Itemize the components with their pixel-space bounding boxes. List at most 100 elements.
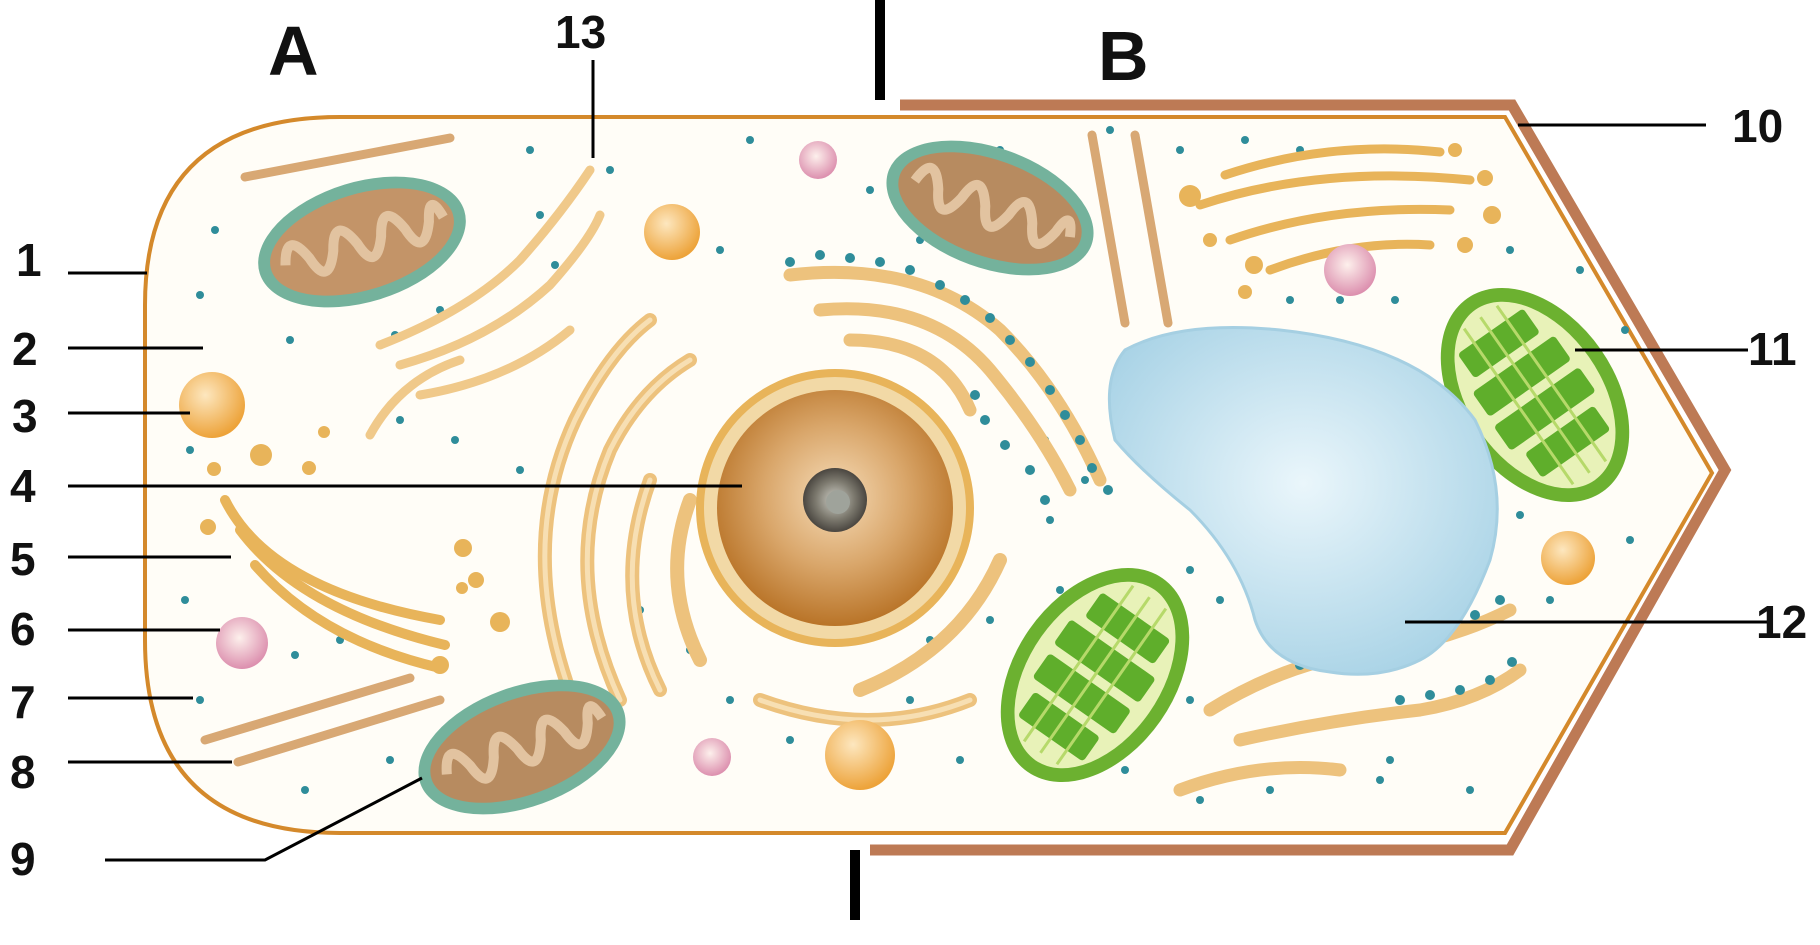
ribosome [451, 436, 459, 444]
golgi-apparatus [220, 495, 450, 673]
vesicles [179, 204, 1595, 790]
lysosomes [216, 141, 1376, 776]
ribosome [1216, 596, 1224, 604]
label-11: 11 [1748, 323, 1797, 375]
er-ribosome [905, 265, 915, 275]
label-6: 6 [10, 603, 36, 655]
ribosome [866, 186, 874, 194]
ribosome [186, 446, 194, 454]
central-vacuole [1107, 326, 1499, 676]
er-ribosome [1470, 610, 1480, 620]
ribosome [1376, 776, 1384, 784]
ribosome [1186, 566, 1194, 574]
er-ribosome [1005, 335, 1015, 345]
er-ribosome [1495, 595, 1505, 605]
ribosome [1621, 326, 1629, 334]
ribosome [1466, 786, 1474, 794]
er-ribosome [1395, 695, 1405, 705]
ribosome [1186, 696, 1194, 704]
golgi-right [1195, 144, 1475, 275]
er-ribosome [980, 415, 990, 425]
golgi-top [365, 165, 605, 440]
er-ribosome [1485, 675, 1495, 685]
er-ribosome [1087, 463, 1097, 473]
mitochondrion-top-left [258, 176, 466, 308]
ribosome [786, 736, 794, 744]
label-9: 9 [10, 833, 36, 885]
nucleus [696, 369, 974, 647]
ribosome [286, 336, 294, 344]
ribosome [716, 246, 724, 254]
er-ribosome [1103, 485, 1113, 495]
cytoskeleton [200, 130, 1173, 767]
er-ribosome [845, 253, 855, 263]
label-2: 2 [12, 323, 38, 375]
section-label-a: A [268, 12, 319, 90]
ribosome [1546, 596, 1554, 604]
ribosome [1196, 796, 1204, 804]
label-7: 7 [10, 676, 36, 728]
ribosome [526, 146, 534, 154]
ribosome [211, 226, 219, 234]
ribosome [746, 136, 754, 144]
er-ribosome [1025, 465, 1035, 475]
leader-lines [68, 60, 1770, 862]
er-ribosome [815, 250, 825, 260]
ribosome [906, 696, 914, 704]
ribosome [1176, 146, 1184, 154]
ribosome [1121, 766, 1129, 774]
er-ribosome [875, 257, 885, 267]
er-ribosome [1040, 495, 1050, 505]
ribosome [1106, 126, 1114, 134]
ribosome [726, 696, 734, 704]
er-ribosome [970, 390, 980, 400]
ribosome [1241, 136, 1249, 144]
ribosome [1626, 536, 1634, 544]
label-5: 5 [10, 533, 36, 585]
ribosome [196, 291, 204, 299]
ribosome [1386, 756, 1394, 764]
cell-wall [870, 99, 1732, 856]
label-13: 13 [555, 6, 606, 58]
ribosome [386, 756, 394, 764]
mitochondrion-bottom [418, 679, 626, 815]
ribosome [1336, 296, 1344, 304]
er-ribosome [935, 280, 945, 290]
ribosome [301, 786, 309, 794]
ribosome [196, 696, 204, 704]
ribosome [1391, 296, 1399, 304]
ribosome [986, 616, 994, 624]
ribosome [1576, 266, 1584, 274]
ribosome [1506, 246, 1514, 254]
er-ribosome [960, 295, 970, 305]
section-label-b: B [1098, 17, 1149, 95]
er-ribosome [785, 257, 795, 267]
ribosome [291, 651, 299, 659]
label-3: 3 [12, 390, 38, 442]
er-ribosome [1000, 440, 1010, 450]
chloroplast-bottom [1000, 568, 1190, 782]
er-ribosome [1455, 685, 1465, 695]
er-ribosome [985, 313, 995, 323]
ribosome [396, 416, 404, 424]
label-8: 8 [10, 746, 36, 798]
ribosome [181, 596, 189, 604]
ribosome [551, 261, 559, 269]
ribosome [516, 466, 524, 474]
ribosome [1516, 511, 1524, 519]
er-ribosome [1507, 657, 1517, 667]
er-ribosome [1025, 357, 1035, 367]
ribosome [1081, 476, 1089, 484]
label-1: 1 [16, 234, 42, 286]
ribosome [606, 166, 614, 174]
ribosome [536, 211, 544, 219]
ribosome [1286, 296, 1294, 304]
label-4: 4 [10, 460, 36, 512]
ribosome [1056, 586, 1064, 594]
ribosome [1046, 516, 1054, 524]
ribosome [956, 756, 964, 764]
er-ribosome [1425, 690, 1435, 700]
er-ribosome [1060, 410, 1070, 420]
